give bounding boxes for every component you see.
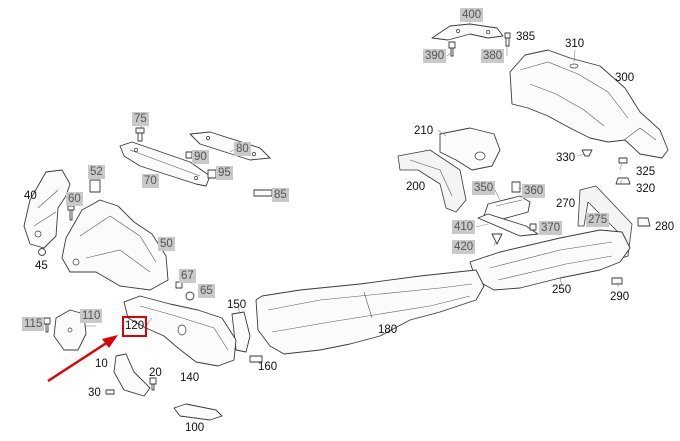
callout-250: 250	[552, 284, 572, 296]
part-52-clip	[89, 179, 101, 193]
part-60-bolt	[67, 205, 75, 221]
part-45-washer	[38, 248, 46, 256]
callout-280: 280	[655, 221, 675, 233]
callout-80: 80	[234, 142, 251, 156]
callout-67: 67	[179, 269, 196, 283]
part-390-bolt	[448, 41, 456, 57]
part-10-bracket	[113, 353, 151, 397]
callout-70: 70	[142, 174, 159, 188]
callout-30: 30	[88, 387, 101, 399]
callout-140: 140	[180, 372, 200, 384]
red-pointer-arrow	[47, 335, 118, 383]
part-65-nut	[185, 291, 195, 301]
callout-200: 200	[406, 181, 426, 193]
callout-330: 330	[556, 152, 576, 164]
callout-370: 370	[539, 221, 563, 235]
callout-52: 52	[88, 165, 105, 179]
part-280-nut	[637, 217, 651, 227]
part-115-bolt	[43, 317, 51, 333]
part-360-clip	[511, 181, 521, 193]
callout-275: 275	[586, 213, 610, 227]
callout-95: 95	[216, 166, 233, 180]
callout-380: 380	[481, 49, 505, 63]
callout-85: 85	[272, 188, 289, 202]
callout-270: 270	[556, 198, 576, 210]
part-370-nut	[529, 223, 537, 231]
leader-lines	[84, 21, 623, 327]
callout-180: 180	[378, 324, 398, 336]
callout-10: 10	[95, 358, 108, 370]
part-250-tunnel-shield	[469, 229, 631, 291]
highlighted-callout-box	[122, 316, 147, 337]
part-385-bolt	[504, 32, 511, 47]
part-110-bracket	[53, 309, 87, 351]
callout-210: 210	[414, 125, 434, 137]
part-330-clip	[581, 149, 593, 157]
callout-60: 60	[66, 192, 83, 206]
part-70-bracket	[119, 141, 211, 187]
part-75-bolt	[135, 127, 145, 142]
callout-290: 290	[610, 291, 630, 303]
callout-120: 120	[125, 320, 145, 332]
callout-390: 390	[423, 49, 447, 63]
part-100-bracket	[173, 403, 223, 421]
callout-385: 385	[516, 31, 536, 43]
part-200-bracket	[397, 149, 467, 213]
callout-75: 75	[132, 112, 149, 126]
callout-300: 300	[615, 72, 635, 84]
callout-20: 20	[149, 367, 162, 379]
callout-50: 50	[158, 237, 175, 251]
callout-100: 100	[185, 422, 205, 434]
part-290-nut	[611, 277, 623, 285]
part-95-nut	[207, 169, 217, 179]
callout-320: 320	[636, 183, 656, 195]
callout-110: 110	[80, 309, 103, 323]
callout-420: 420	[452, 240, 476, 254]
callout-400: 400	[460, 8, 484, 22]
callout-360: 360	[522, 184, 546, 198]
callout-325: 325	[636, 166, 656, 178]
callout-410: 410	[452, 220, 476, 234]
part-160-clip	[249, 355, 263, 363]
callout-115: 115	[22, 317, 45, 331]
part-140-front-shield	[123, 295, 237, 367]
part-30-bolt	[105, 389, 115, 395]
callout-40: 40	[24, 190, 37, 202]
part-400-bracket	[431, 23, 504, 41]
callout-150: 150	[227, 299, 247, 311]
part-40-shield	[23, 169, 71, 249]
callout-160: 160	[258, 361, 278, 373]
callout-90: 90	[192, 150, 209, 164]
part-410-bracket	[477, 213, 539, 245]
part-210-mount	[439, 127, 501, 171]
part-50-shield	[61, 199, 169, 291]
callout-350: 350	[472, 181, 496, 195]
callout-65: 65	[198, 284, 215, 298]
part-300-heat-shield	[509, 49, 669, 159]
part-180-tunnel-shield	[255, 269, 485, 355]
part-325-clip	[618, 157, 628, 164]
callout-310: 310	[565, 38, 585, 50]
part-320-nut	[615, 177, 631, 185]
callout-45: 45	[35, 260, 48, 272]
part-85-clip	[253, 189, 273, 197]
part-20-bolt	[149, 377, 157, 391]
